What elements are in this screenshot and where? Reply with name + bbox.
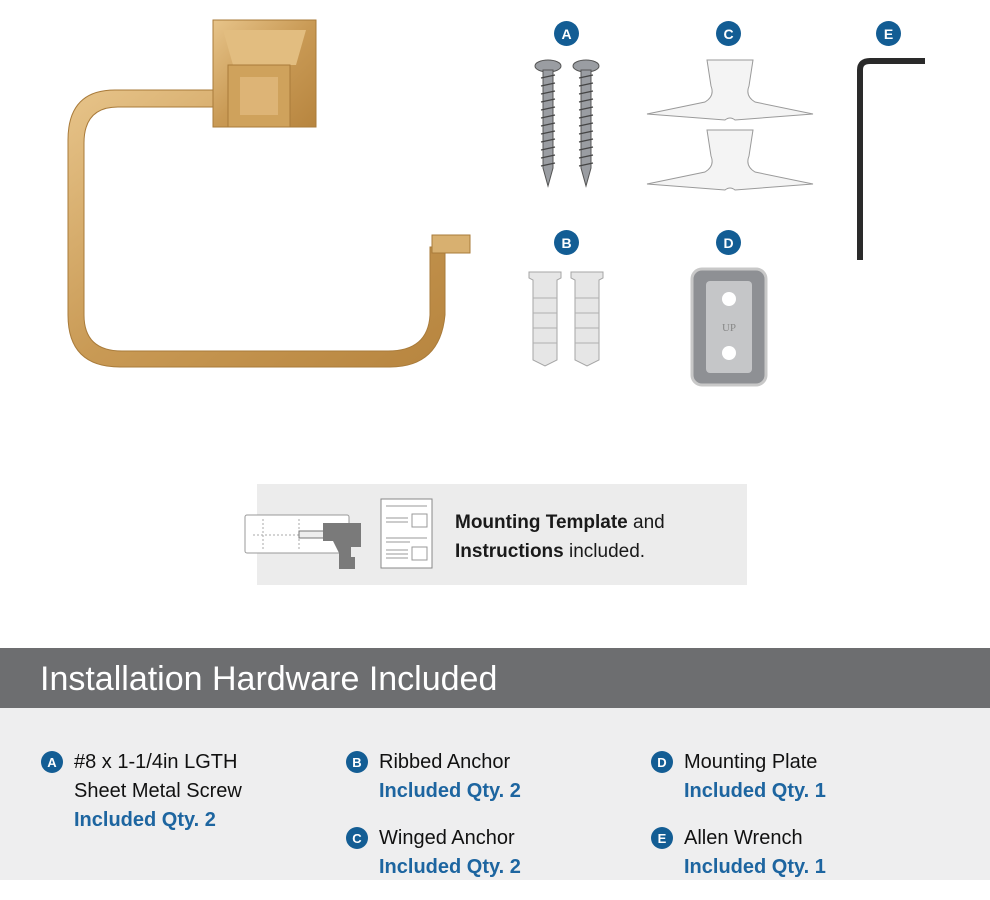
badge-a: A (554, 21, 579, 46)
badge-c: C (716, 21, 741, 46)
item-name: Winged Anchor (379, 827, 515, 849)
badge-b: B (554, 230, 579, 255)
badge-e: E (876, 21, 901, 46)
item-name: Allen Wrench (684, 827, 803, 849)
badge-d: D (716, 230, 741, 255)
item-name-line2: Sheet Metal Screw (74, 780, 242, 802)
item-qty: Included Qty. 1 (684, 856, 826, 878)
item-d-badge: D (651, 751, 673, 773)
item-name: Mounting Plate (684, 751, 818, 773)
item-allen-wrench: Allen Wrench Included Qty. 1 (684, 824, 826, 882)
item-qty: Included Qty. 2 (379, 856, 521, 878)
banner-text: Mounting Template and Instructions inclu… (455, 508, 665, 566)
item-name: Ribbed Anchor (379, 751, 511, 773)
plate-up-mark: UP (722, 322, 736, 334)
item-qty: Included Qty. 2 (74, 809, 216, 831)
item-qty: Included Qty. 2 (379, 780, 521, 802)
banner-bold-instructions: Instructions (455, 541, 564, 562)
item-a-badge: A (41, 751, 63, 773)
winged-anchors-image (646, 59, 814, 191)
banner-text-included: included. (563, 541, 646, 562)
item-e-badge: E (651, 827, 673, 849)
section-title: Installation Hardware Included (40, 660, 498, 698)
drill-template-icon (244, 514, 361, 569)
screws-image (534, 59, 600, 188)
item-ribbed-anchor: Ribbed Anchor Included Qty. 2 (379, 748, 521, 806)
item-name: #8 x 1-1/4in LGTH (74, 751, 238, 773)
item-winged-anchor: Winged Anchor Included Qty. 2 (379, 824, 521, 882)
mounting-template-banner: Mounting Template and Instructions inclu… (244, 484, 747, 585)
towel-ring-image (67, 19, 471, 368)
section-header: Installation Hardware Included (0, 648, 990, 708)
item-screw: #8 x 1-1/4in LGTH Sheet Metal Screw Incl… (74, 748, 242, 835)
allen-wrench-image (857, 58, 925, 260)
item-b-badge: B (346, 751, 368, 773)
banner-text-and: and (627, 512, 665, 533)
banner-bold-template: Mounting Template (455, 512, 628, 533)
instructions-document-icon (380, 498, 433, 569)
ribbed-anchors-image (528, 271, 604, 367)
item-mounting-plate: Mounting Plate Included Qty. 1 (684, 748, 826, 806)
item-qty: Included Qty. 1 (684, 780, 826, 802)
hardware-list-panel (0, 708, 990, 880)
mounting-plate-image: UP (690, 267, 768, 387)
item-c-badge: C (346, 827, 368, 849)
